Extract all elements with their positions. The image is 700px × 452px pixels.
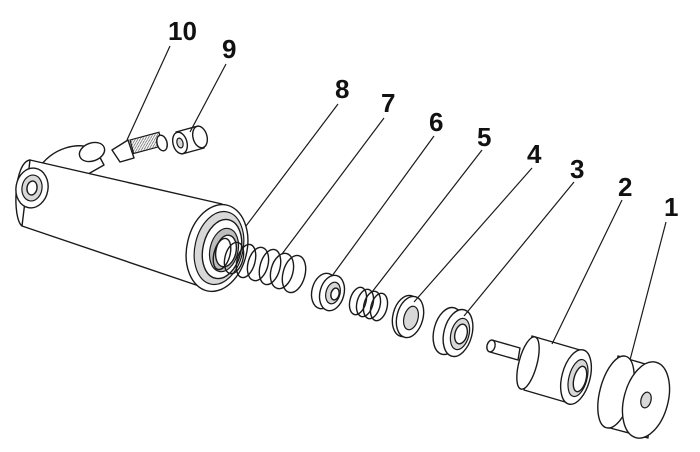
cylinder-body [15,141,249,293]
label-part-9: 9 [222,34,236,64]
label-part-2: 2 [618,172,632,202]
spring-seat-part-6 [310,272,346,312]
label-part-6: 6 [429,107,443,137]
small-spring-part-5 [348,286,389,322]
spring-part-7 [212,237,307,294]
label-part-4: 4 [527,139,542,169]
bleeder-screw-part-10 [111,131,168,163]
label-part-5: 5 [477,122,491,152]
cup-seal-part-3 [432,306,474,358]
label-part-8: 8 [335,74,349,104]
end-cap-part-1 [597,355,671,439]
bleeder-cap-part-9 [171,125,209,155]
piston-part-2 [486,335,593,405]
label-part-7: 7 [381,88,395,118]
label-part-3: 3 [570,154,584,184]
washer-part-4 [391,294,425,339]
leader-lines [126,45,667,361]
label-part-10: 10 [168,16,197,46]
label-part-1: 1 [664,192,678,222]
part-labels: 10 9 8 7 6 5 4 3 2 1 [168,16,678,222]
